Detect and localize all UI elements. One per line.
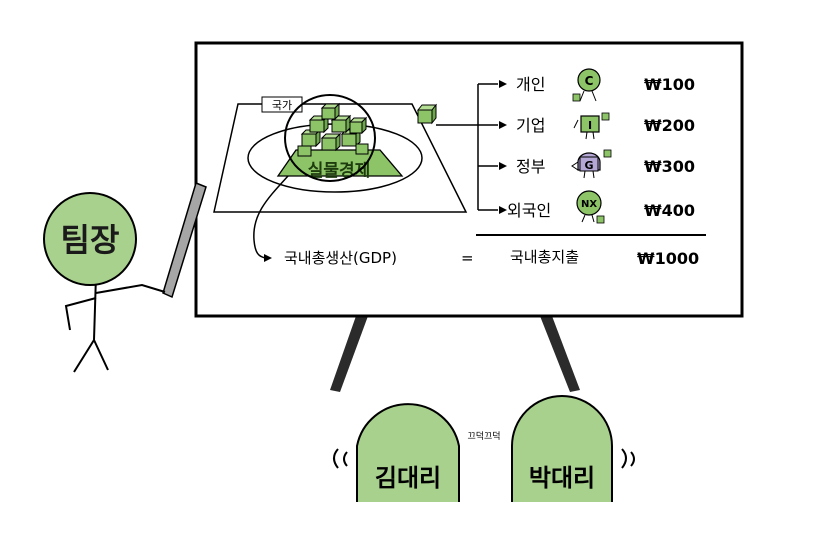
- pointer-stick: [162, 181, 207, 299]
- leader-arm-right: [95, 283, 166, 294]
- nodding-sound: 끄덕끄덕: [467, 431, 500, 442]
- kim-character: 김대리: [333, 403, 464, 508]
- firm-symbol: I: [588, 119, 592, 132]
- gdp-arrowhead: [264, 254, 272, 262]
- sector-label-foreigners: 외국인: [507, 201, 551, 220]
- team-leader-character: 팀장: [43, 181, 207, 373]
- sector-label-consumers: 개인: [516, 75, 545, 94]
- magnifier-circle: [284, 94, 376, 182]
- consumer-icon: C: [572, 68, 601, 102]
- amount-government: ₩300: [644, 157, 695, 176]
- connector-lines: [436, 83, 498, 211]
- amount-foreigners: ₩400: [644, 201, 695, 220]
- leader-name: 팀장: [61, 221, 120, 259]
- sector-label-government: 정부: [516, 157, 545, 176]
- arrowheads: [499, 80, 507, 214]
- park-name: 박대리: [529, 464, 595, 492]
- foreigner-icon: NX: [576, 190, 605, 224]
- kim-name: 김대리: [375, 464, 441, 492]
- foreigner-symbol: NX: [581, 199, 597, 210]
- government-symbol: G: [584, 159, 593, 172]
- easel-stand: [330, 316, 580, 392]
- country-label: 국가: [272, 99, 292, 112]
- block-cluster: [297, 102, 369, 157]
- park-character: 박대리: [506, 395, 635, 508]
- gdp-label: 국내총생산(GDP): [284, 249, 397, 267]
- gdp-pointer-arrow: [253, 175, 289, 259]
- consumer-symbol: C: [585, 74, 594, 88]
- leader-legs: [73, 339, 109, 373]
- economy-label: 실물경제: [308, 161, 371, 181]
- equals-sign: =: [461, 249, 474, 267]
- amount-consumers: ₩100: [644, 75, 695, 94]
- total-amount: ₩1000: [637, 249, 699, 268]
- block-cube-icon: [416, 103, 438, 125]
- leader-body: [93, 274, 97, 341]
- leader-head: [43, 192, 137, 286]
- amount-firms: ₩200: [644, 116, 695, 135]
- leader-arm-left: [64, 297, 97, 331]
- government-icon: G: [571, 149, 612, 179]
- kim-motion-lines: [333, 448, 348, 469]
- sector-label-firms: 기업: [516, 116, 545, 135]
- expenditure-label: 국내총지출: [510, 248, 579, 266]
- firm-icon: I: [573, 112, 610, 140]
- park-motion-lines: [621, 448, 635, 469]
